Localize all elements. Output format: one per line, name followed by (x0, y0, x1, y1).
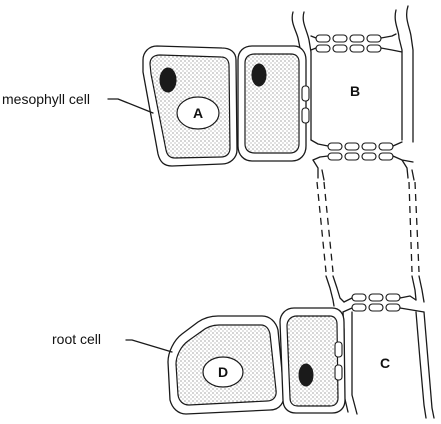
nucleus (159, 67, 177, 93)
vessel-right-wall-inner (394, 9, 403, 141)
vessel-left-wall-inner (302, 11, 312, 141)
marker-b: B (350, 83, 360, 99)
root-cell-adjacent (279, 307, 346, 414)
root-leader-line (125, 339, 173, 353)
end-wall-pits-middle (310, 139, 415, 181)
nucleus (251, 63, 267, 87)
nucleus (298, 363, 314, 387)
vacuole-d (202, 356, 244, 388)
vacuole-a (176, 96, 220, 130)
mesophyll-leader-line (107, 98, 154, 114)
root-cell (167, 315, 285, 415)
mesophyll-cell-label: mesophyll cell (2, 91, 90, 107)
end-wall-pits-top (310, 33, 403, 53)
end-wall-pits-bottom (342, 293, 425, 313)
root-cell-label: root cell (52, 331, 101, 347)
marker-a: A (193, 105, 203, 121)
mesophyll-cell-adjacent (237, 45, 310, 162)
marker-c: C (380, 355, 390, 371)
marker-d: D (218, 364, 228, 380)
vessel-right-wall-outer (405, 5, 414, 143)
xylem-vessel-continuation (316, 181, 420, 273)
vessel-left-wall-outer (291, 11, 307, 149)
xylem-vessel-upper (291, 5, 415, 181)
mesophyll-cell (142, 45, 238, 167)
